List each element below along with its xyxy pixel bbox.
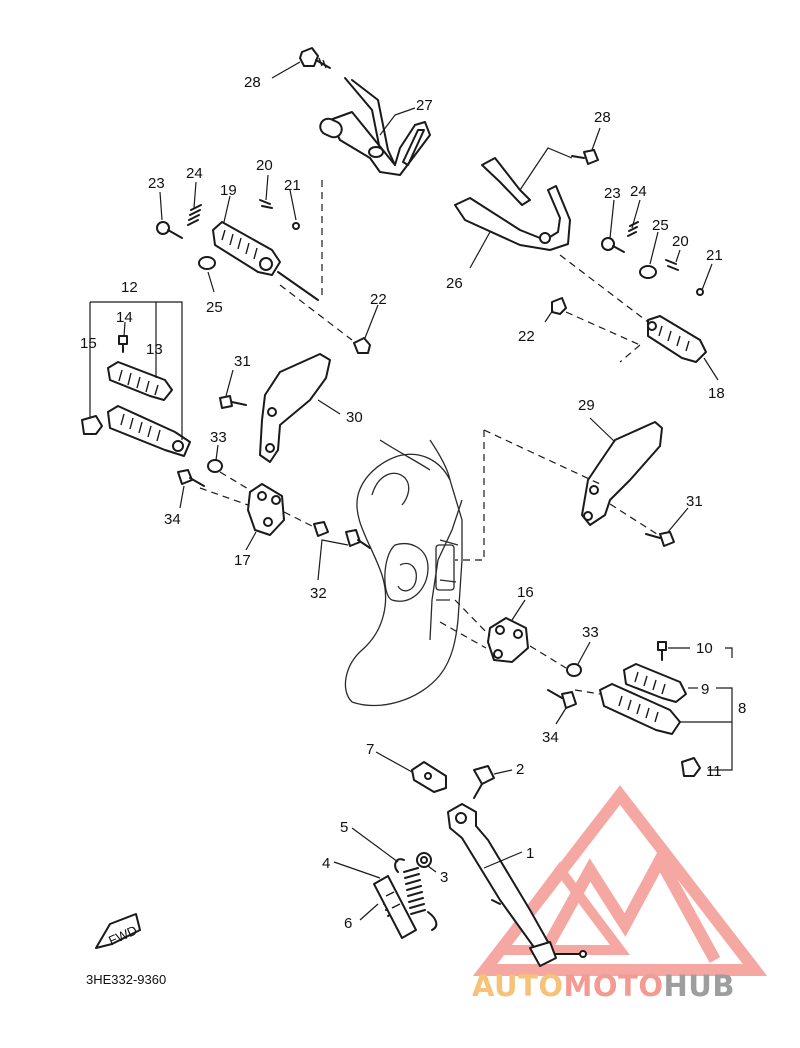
part-17-bracket-left (247, 483, 285, 536)
part-16-bracket-right (487, 617, 529, 663)
watermark-moto: MOTO (564, 969, 664, 1003)
callout-6: 6 (344, 915, 352, 932)
part-11-cap-right (681, 757, 701, 777)
callout-21-left: 21 (284, 177, 301, 194)
part-8-footrest-right (599, 683, 681, 735)
part-32-bolts-left (313, 521, 371, 549)
watermark-logo-icon (472, 785, 768, 976)
part-23-pin-right (601, 237, 625, 253)
part-27-rear-bracket (319, 77, 431, 176)
part-26-rear-bracket-right (454, 157, 571, 251)
part-25-plate-left (198, 256, 216, 270)
callout-23-right: 23 (604, 185, 621, 202)
callout-28-right: 28 (594, 109, 611, 126)
part-29-heel-guard-right (581, 421, 663, 526)
diagram-code: 3HE332-9360 (86, 972, 166, 987)
callout-labels: 1 2 3 4 5 6 7 8 9 10 11 12 13 14 15 16 1… (80, 74, 746, 932)
callout-23-left: 23 (148, 175, 165, 192)
callout-9: 9 (701, 681, 709, 698)
callout-15: 15 (80, 335, 97, 352)
part-1-sidestand (447, 803, 587, 967)
callout-4: 4 (322, 855, 330, 872)
part-30-heel-guard-left (259, 353, 331, 463)
part-13-footrest-rubber-left (107, 361, 173, 401)
part-19-rear-footrest-left (212, 221, 319, 301)
callout-30: 30 (346, 409, 363, 426)
part-33-washer-right (566, 663, 582, 677)
part-9-footrest-rubber-right (623, 663, 687, 703)
part-10-bolt-right (657, 641, 667, 661)
part-34-bolt-left (177, 469, 205, 487)
part-31-bolt-left (219, 395, 247, 409)
part-6-spring-cover (373, 875, 417, 939)
callout-22-left: 22 (370, 291, 387, 308)
part-31-bolt-right (645, 531, 675, 547)
callout-8: 8 (738, 700, 746, 717)
part-5-spring (394, 858, 438, 931)
bolt-28-right (571, 149, 599, 165)
callout-11: 11 (706, 763, 722, 780)
callout-22-right: 22 (518, 328, 535, 345)
callout-31-right: 31 (686, 493, 703, 510)
callout-19: 19 (220, 182, 237, 199)
part-24-spring-left (187, 204, 202, 226)
callout-26: 26 (446, 275, 463, 292)
callout-5: 5 (340, 819, 348, 836)
part-22-left (353, 337, 371, 354)
watermark-auto: AUTO (472, 969, 564, 1003)
frame-section (344, 439, 463, 707)
watermark-wordmark: AUTOMOTOHUB (472, 969, 735, 1003)
callout-24-right: 24 (630, 183, 647, 200)
callout-3: 3 (440, 869, 448, 886)
part-33-washer-left (207, 459, 223, 473)
part-24-spring-right (627, 221, 639, 237)
part-18-rear-footrest-right (647, 315, 707, 363)
callout-20-left: 20 (256, 157, 273, 174)
watermark-hub: HUB (664, 969, 735, 1003)
leader-lines (89, 61, 733, 921)
part-22-right (551, 297, 567, 315)
callout-34-left: 34 (164, 511, 181, 528)
part-7-plate (411, 761, 447, 793)
callout-27: 27 (416, 97, 433, 114)
callout-16: 16 (517, 584, 534, 601)
fwd-arrow-icon: FWD (95, 913, 141, 949)
callout-29: 29 (578, 397, 595, 414)
callout-33-right: 33 (582, 624, 599, 641)
callout-2: 2 (516, 761, 524, 778)
callout-13: 13 (146, 341, 163, 358)
callout-28-left: 28 (244, 74, 261, 91)
callout-33-left: 33 (210, 429, 227, 446)
part-20-spring-left (259, 199, 273, 209)
callout-18: 18 (708, 385, 725, 402)
callout-20-right: 20 (672, 233, 689, 250)
callout-25-right: 25 (652, 217, 669, 234)
part-14-bolt-left (118, 335, 128, 353)
part-34-bolt-right (547, 689, 577, 709)
part-2-bolt (473, 765, 495, 799)
callout-32: 32 (310, 585, 327, 602)
callout-21-right: 21 (706, 247, 723, 264)
callout-12: 12 (121, 279, 138, 296)
part-12-footrest-left (107, 405, 191, 457)
part-21-ball-left (292, 222, 300, 230)
part-20-spring-right (665, 259, 679, 271)
callout-25-left: 25 (206, 299, 223, 316)
bolt-28-top (299, 47, 331, 69)
callout-10: 10 (696, 640, 713, 657)
callout-7: 7 (366, 741, 374, 758)
part-3-collar (416, 852, 432, 868)
callout-24-left: 24 (186, 165, 203, 182)
callout-1: 1 (526, 845, 534, 862)
part-15-cap-left (81, 415, 103, 435)
part-21-ball-right (696, 288, 704, 296)
callout-34-right: 34 (542, 729, 559, 746)
part-25-plate-right (639, 265, 657, 279)
callout-14: 14 (116, 309, 133, 326)
part-23-pin-left (156, 221, 183, 239)
callout-17: 17 (234, 552, 251, 569)
callout-31-left: 31 (234, 353, 251, 370)
